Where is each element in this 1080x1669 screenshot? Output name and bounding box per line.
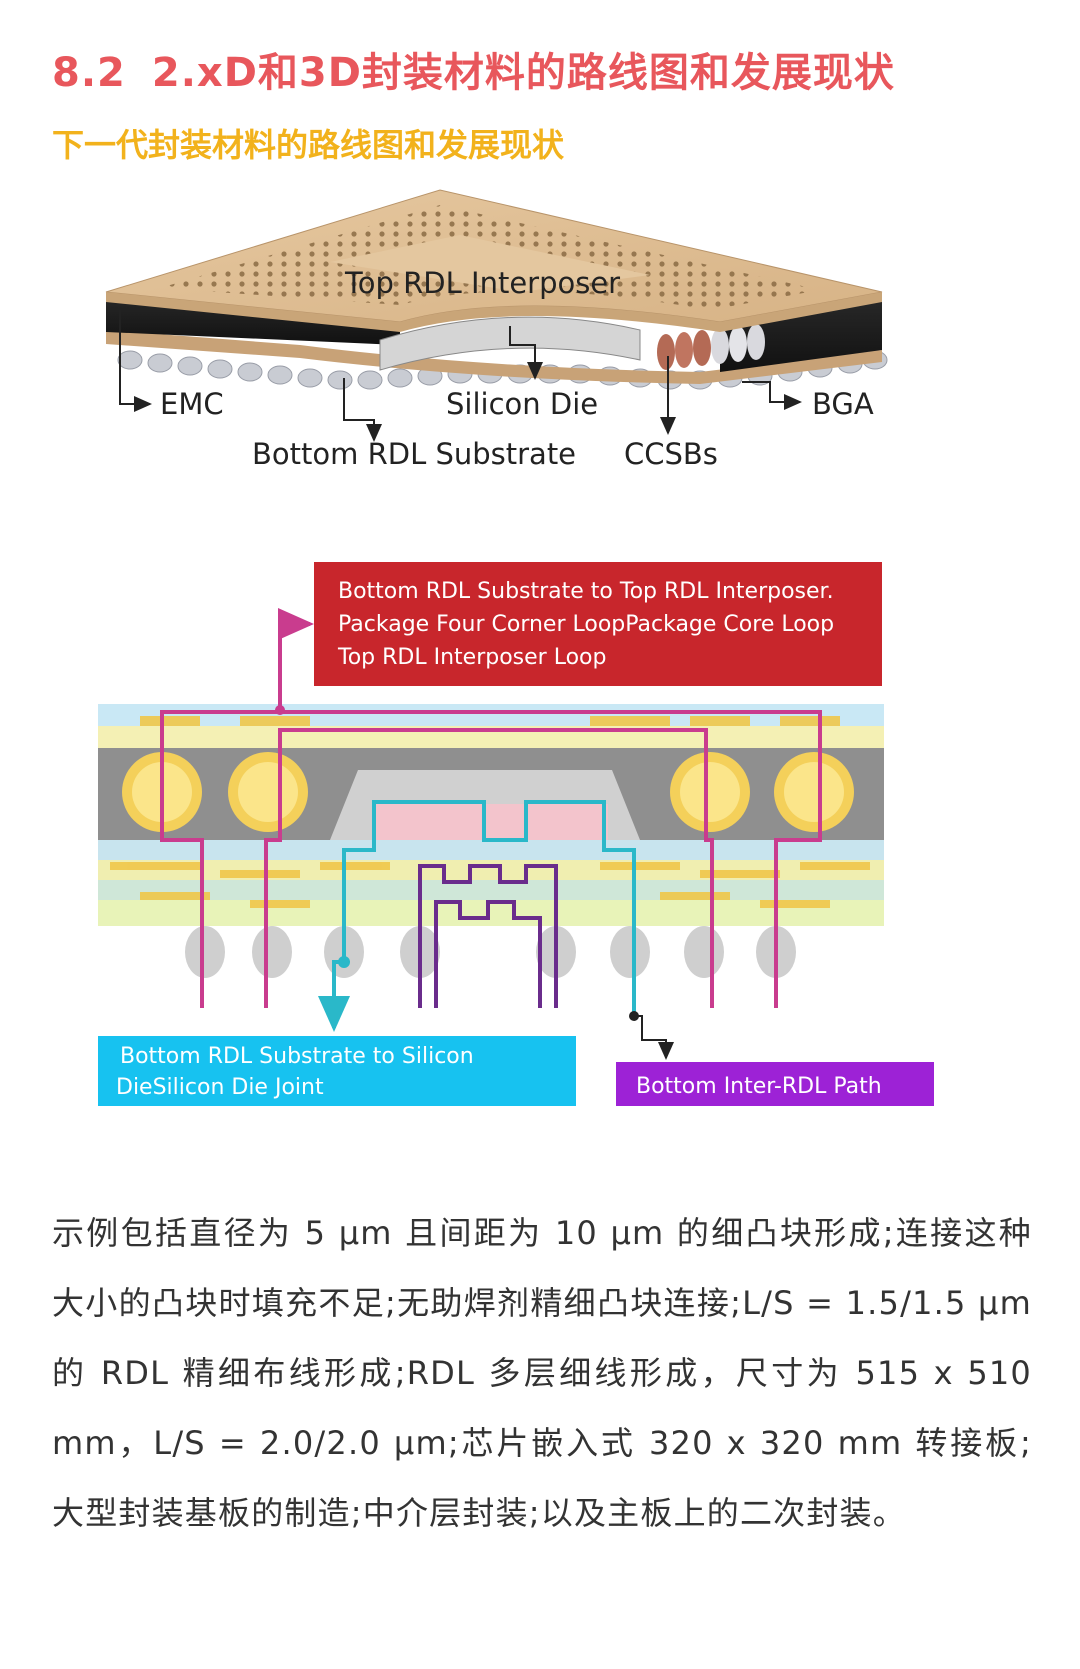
silicon-die-leader <box>509 326 543 380</box>
rdl-wiring-pads <box>110 716 870 908</box>
label-bottom-rdl-substrate: Bottom RDL Substrate <box>252 437 576 471</box>
label-ccsbs: CCSBs <box>624 437 718 471</box>
label-silicon-die: Silicon Die <box>446 387 598 421</box>
label-emc: EMC <box>160 387 224 421</box>
layer-top-blue <box>98 704 884 726</box>
label-top-rdl-interposer: Top RDL Interposer <box>344 266 620 300</box>
emc-leader <box>119 308 152 412</box>
cyan-label-line-1: Bottom RDL Substrate to Silicon <box>120 1044 474 1069</box>
cyan-label-line-2: DieSilicon Die Joint <box>116 1075 324 1100</box>
red-label-line-2: Package Four Corner LoopPackage Core Loo… <box>338 612 834 637</box>
ccsb-pillars <box>657 324 765 370</box>
cross-section-diagram: Bottom RDL Substrate to Top RDL Interpos… <box>98 562 934 1106</box>
bga-leader <box>742 381 802 410</box>
bottom-bumps <box>185 926 796 978</box>
red-loop-label-box <box>314 562 882 686</box>
bottom-substrate-shape <box>106 330 882 384</box>
pink-loop-traces <box>160 608 822 1008</box>
cyan-die-joint-label-box <box>98 1036 576 1106</box>
section-number: 8.2 <box>52 50 126 96</box>
large-solder-balls <box>122 752 854 832</box>
purple-label-line-1: Bottom Inter-RDL Path <box>636 1074 882 1099</box>
red-label-line-1: Bottom RDL Substrate to Top RDL Interpos… <box>338 579 834 604</box>
section-title: 8.2 2.xD和3D封装材料的路线图和发展现状 <box>52 40 895 98</box>
body-paragraph: 示例包括直径为 5 μm 且间距为 10 μm 的细凸块形成;连接这种大小的凸块… <box>52 1214 1032 1532</box>
label-bga: BGA <box>812 387 874 421</box>
red-label-line-3: Top RDL Interposer Loop <box>337 645 606 670</box>
bottom-rdl-leader <box>343 378 382 442</box>
purple-inter-rdl-label-box <box>616 1062 934 1106</box>
purple-inter-rdl-traces <box>418 864 558 1008</box>
section-subtitle: 下一代封装材料的路线图和发展现状 <box>52 126 565 164</box>
section-title-text: 2.xD和3D封装材料的路线图和发展现状 <box>151 50 895 96</box>
package-3d-illustration: Top RDL Interposer EMC Silicon Die BGA B… <box>105 189 888 471</box>
